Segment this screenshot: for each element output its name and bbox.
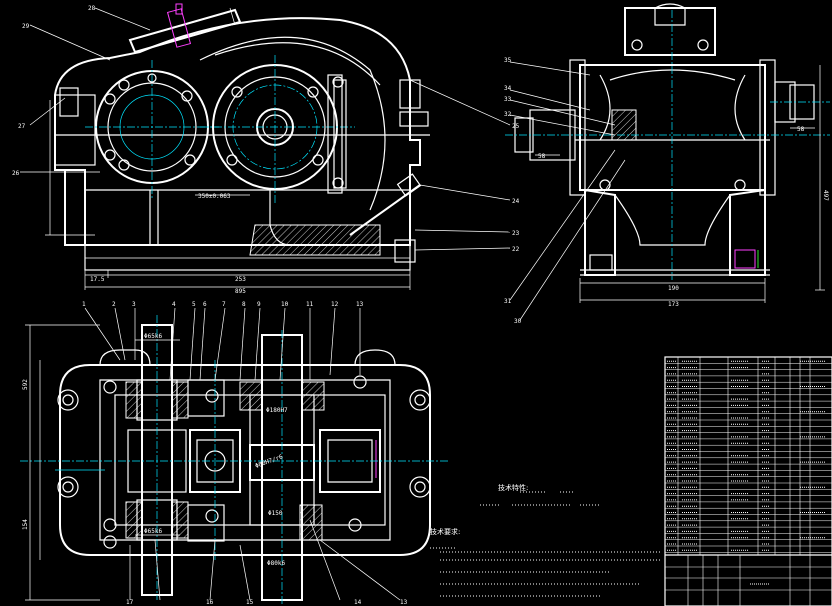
plan-balloon-2: 2 [112,301,116,308]
dim-side-shaft-left: 58 [538,153,546,160]
dim-front-gear: 350±0.063 [198,193,231,200]
dim-plan-gear-mid: Φ180H7 [266,407,288,414]
plan-balloon-14: 14 [354,599,362,606]
plan-balloon-12: 12 [331,301,339,308]
dim-side-height: 497 [822,190,829,201]
balloon-30: 30 [514,318,522,325]
balloon-27: 27 [18,123,26,130]
balloon-35: 35 [504,57,512,64]
plan-balloon-13: 13 [356,301,364,308]
plan-balloon-11: 11 [306,301,314,308]
balloon-32: 32 [504,111,512,118]
side-view: 190 173 497 58 58 35 34 33 32 31 30 [504,3,830,325]
plan-balloon-6: 6 [203,301,207,308]
dim-plan-left-height: 592 [22,379,29,390]
plan-balloon-16: 16 [206,599,214,606]
dim-front-width-left: 17.5 [90,276,105,283]
balloon-22: 22 [512,246,520,253]
plan-balloon-10: 10 [281,301,289,308]
tech-features-text [480,491,600,506]
front-view: 17.5 253 895 350±0.063 29 28 27 26 25 24… [12,3,520,295]
tech-requirements-heading: 技术要求: [430,527,460,536]
plan-balloon-1: 1 [82,301,86,308]
plan-balloon-5: 5 [192,301,196,308]
balloon-29: 29 [22,23,30,30]
plan-balloon-9: 9 [257,301,261,308]
dim-plan-shaft-top: Φ65k6 [144,333,162,340]
notes-area: 技术特性: 技术要求: [430,483,660,597]
dim-plan-left-bottom: 154 [22,519,29,530]
balloon-25: 25 [512,123,520,130]
plan-balloon-17: 17 [126,599,134,606]
balloon-31: 31 [504,298,512,305]
dim-plan-shaft-bottom: Φ65k6 [144,528,162,535]
dim-front-center: 253 [235,276,246,283]
balloon-28: 28 [88,5,96,12]
plan-balloon-13b: 13 [400,599,408,606]
balloon-23: 23 [512,230,520,237]
plan-balloon-3: 3 [132,301,136,308]
dim-plan-shaft-out: Φ80k6 [267,560,285,567]
tech-features-heading: 技术特性: [498,483,528,492]
dim-side-shaft-right: 58 [797,126,805,133]
dim-side-total: 173 [668,301,679,308]
plan-view: 592 154 Φ65k6 Φ65k6 Φ180H7 Φ80H7/r6 Φ150… [20,301,450,606]
plan-balloon-7: 7 [222,301,226,308]
balloon-24: 24 [512,198,520,205]
balloon-34: 34 [504,85,512,92]
plan-balloon-8: 8 [242,301,246,308]
dim-front-total: 895 [235,288,246,295]
plan-balloon-4: 4 [172,301,176,308]
plan-balloon-15: 15 [246,599,254,606]
dim-side-base: 190 [668,285,679,292]
parts-list-table [664,356,832,606]
tech-requirements-text [430,547,660,597]
dim-plan-gear-center: Φ80H7/r6 [254,453,284,470]
dim-plan-bearing-right: Φ150 [268,510,283,517]
balloon-33: 33 [504,96,512,103]
balloon-26: 26 [12,170,20,177]
